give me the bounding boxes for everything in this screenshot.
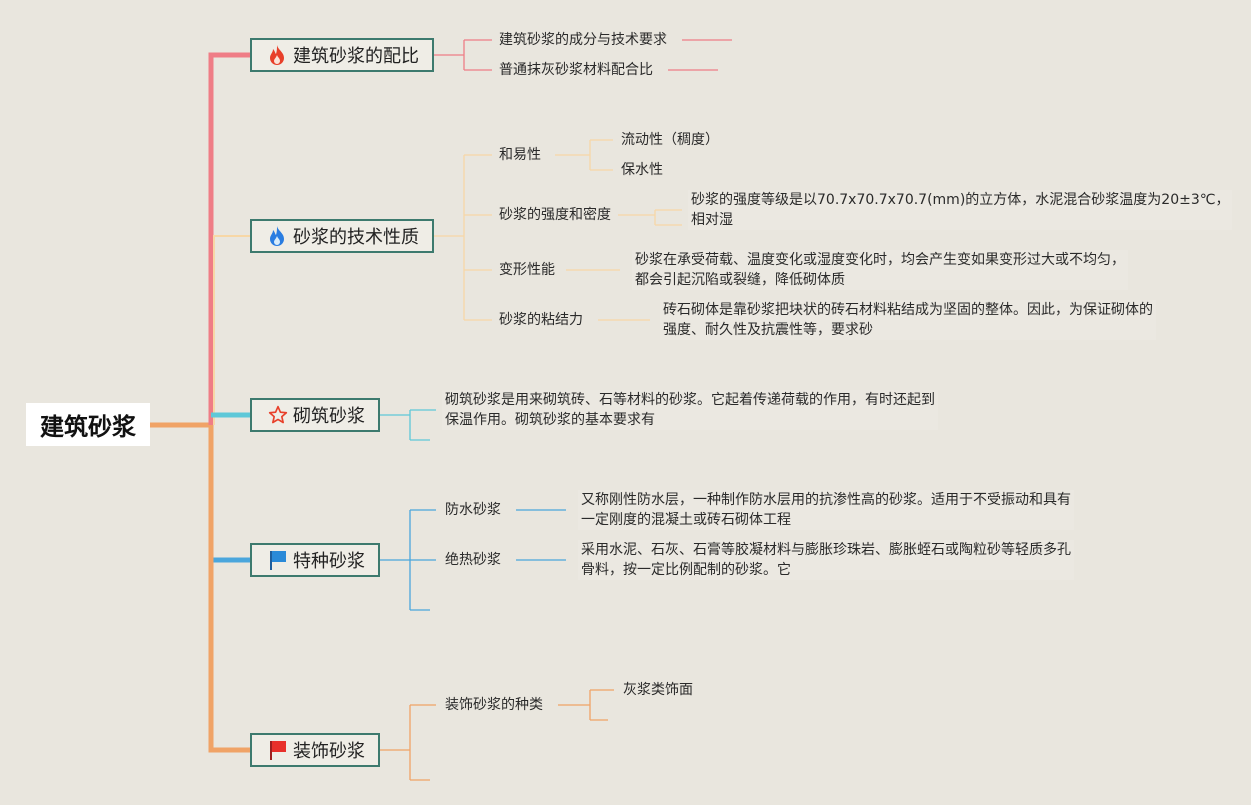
subtopic-child[interactable]: 灰浆类饰面 (623, 682, 693, 698)
topic-mortar-properties[interactable]: 砂浆的技术性质 (250, 219, 434, 253)
note-text: 又称刚性防水层，一种制作防水层用的抗渗性高的砂浆。适用于不受振动和具有 一定刚度… (578, 490, 1074, 530)
topic-label: 砌筑砂浆 (293, 406, 365, 427)
note-text: 砂浆的强度等级是以70.7x70.7x70.7(mm)的立方体，水泥混合砂浆温度… (688, 190, 1233, 230)
note-line: 一定刚度的混凝土或砖石砌体工程 (581, 512, 791, 528)
topic-label: 装饰砂浆 (293, 741, 365, 762)
subtopic[interactable]: 装饰砂浆的种类 (445, 697, 543, 713)
note-line: 砂浆的强度等级是以70.7x70.7x70.7(mm)的立方体，水泥混合砂浆温度… (691, 192, 1230, 208)
topic-masonry-mortar[interactable]: 砌筑砂浆 (250, 398, 380, 432)
subtopic[interactable]: 砂浆的强度和密度 (499, 207, 611, 223)
flag-icon (268, 739, 288, 761)
note-line: 砖石砌体是靠砂浆把块状的砖石材料粘结成为坚固的整体。因此，为保证砌体的 (663, 302, 1153, 318)
topic-decorative-mortar[interactable]: 装饰砂浆 (250, 733, 380, 767)
note-text: 砌筑砂浆是用来砌筑砖、石等材料的砂浆。它起着传递荷载的作用，有时还起到 保温作用… (442, 390, 938, 430)
subtopic[interactable]: 普通抹灰砂浆材料配合比 (499, 62, 653, 78)
note-line: 相对湿 (691, 212, 733, 228)
subtopic[interactable]: 砂浆的粘结力 (499, 312, 583, 328)
subtopic[interactable]: 绝热砂浆 (445, 552, 501, 568)
fire-icon (268, 225, 288, 247)
topic-special-mortar[interactable]: 特种砂浆 (250, 543, 380, 577)
topic-label: 特种砂浆 (293, 551, 365, 572)
subtopic[interactable]: 防水砂浆 (445, 502, 501, 518)
note-line: 采用水泥、石灰、石膏等胶凝材料与膨胀珍珠岩、膨胀蛭石或陶粒砂等轻质多孔 (581, 542, 1071, 558)
topic-mortar-mix-ratio[interactable]: 建筑砂浆的配比 (250, 38, 434, 72)
note-line: 砌筑砂浆是用来砌筑砖、石等材料的砂浆。它起着传递荷载的作用，有时还起到 (445, 392, 935, 408)
note-line: 又称刚性防水层，一种制作防水层用的抗渗性高的砂浆。适用于不受振动和具有 (581, 492, 1071, 508)
note-text: 砖石砌体是靠砂浆把块状的砖石材料粘结成为坚固的整体。因此，为保证砌体的 强度、耐… (660, 300, 1156, 340)
subtopic-child[interactable]: 保水性 (621, 162, 663, 178)
fire-icon (268, 44, 288, 66)
flag-icon (268, 549, 288, 571)
note-line: 强度、耐久性及抗震性等，要求砂 (663, 322, 873, 338)
note-line: 都会引起沉陷或裂缝，降低砌体质 (635, 272, 845, 288)
topic-label: 建筑砂浆的配比 (293, 46, 419, 67)
note-line: 砂浆在承受荷载、温度变化或湿度变化时，均会产生变如果变形过大或不均匀， (635, 252, 1125, 268)
note-line: 骨料，按一定比例配制的砂浆。它 (581, 562, 791, 578)
star-icon (268, 404, 288, 426)
topic-label: 砂浆的技术性质 (293, 227, 419, 248)
note-line: 保温作用。砌筑砂浆的基本要求有 (445, 412, 655, 428)
subtopic[interactable]: 变形性能 (499, 262, 555, 278)
note-text: 采用水泥、石灰、石膏等胶凝材料与膨胀珍珠岩、膨胀蛭石或陶粒砂等轻质多孔 骨料，按… (578, 540, 1074, 580)
subtopic[interactable]: 建筑砂浆的成分与技术要求 (499, 32, 667, 48)
subtopic[interactable]: 和易性 (499, 147, 541, 163)
note-text: 砂浆在承受荷载、温度变化或湿度变化时，均会产生变如果变形过大或不均匀， 都会引起… (632, 250, 1128, 290)
root-topic[interactable]: 建筑砂浆 (26, 403, 150, 446)
subtopic-child[interactable]: 流动性（稠度） (621, 132, 719, 148)
